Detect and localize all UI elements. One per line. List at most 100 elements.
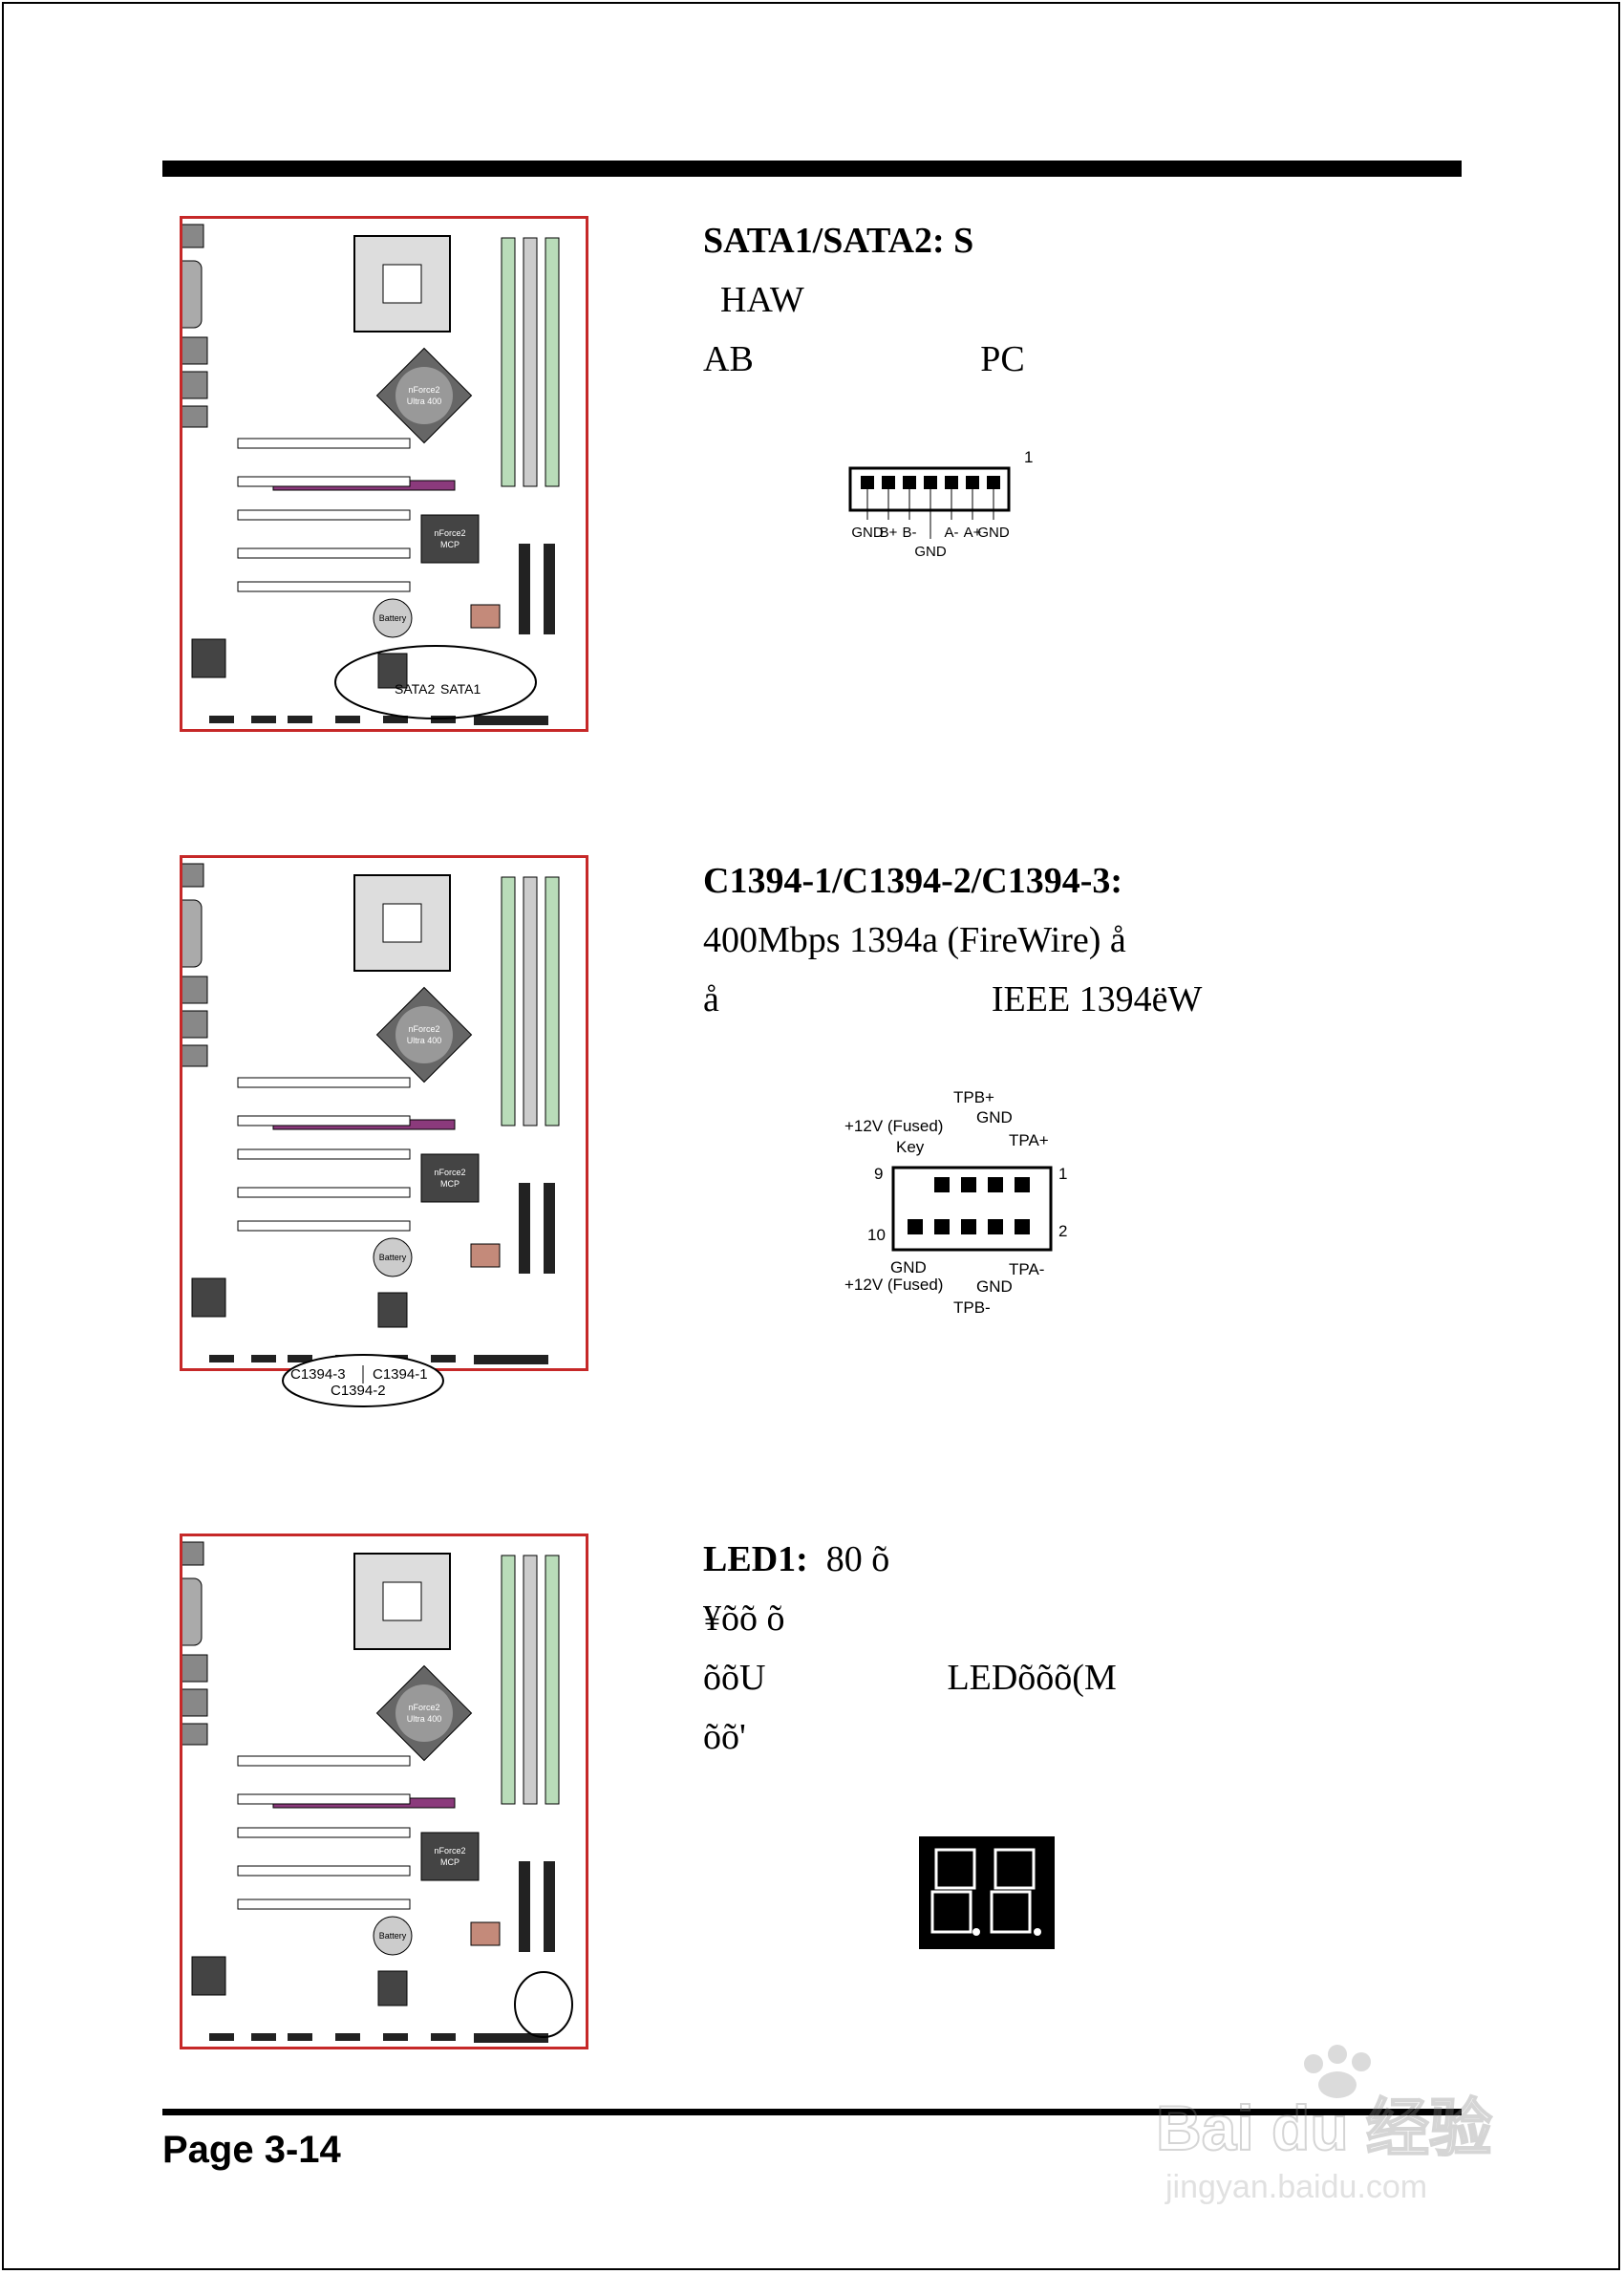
pin2-number: 2 — [1058, 1222, 1067, 1240]
c1394-pin — [988, 1177, 1003, 1192]
sata-heading: SATA1/SATA2: S — [703, 221, 974, 261]
pci-slot — [237, 547, 411, 559]
c1394-pin — [934, 1177, 950, 1192]
mcp-chip — [420, 514, 480, 564]
sata-line-1: HAW — [720, 280, 804, 320]
key-label: Key — [896, 1138, 925, 1156]
cpu-socket-center — [382, 264, 422, 304]
ide-connector — [544, 1861, 555, 1952]
plus12v-top-label: +12V (Fused) — [844, 1117, 943, 1135]
c1394-pin — [961, 1219, 976, 1234]
sata-pin — [882, 476, 895, 489]
dimm-slot — [545, 237, 560, 487]
cpu-socket — [353, 235, 451, 333]
header-pins — [431, 1355, 456, 1362]
cpu-socket-center — [382, 903, 422, 943]
paw-icon — [1304, 2045, 1371, 2098]
floppy-connector — [474, 2033, 548, 2043]
battery — [373, 1916, 413, 1956]
ide-connector — [544, 1183, 555, 1274]
gnd-bottom-label: GND — [976, 1277, 1013, 1296]
chip-label: MCP — [440, 540, 459, 549]
led-line-3: õõ' — [703, 1717, 746, 1757]
c1394-heading: C1394-1/C1394-2/C1394-3: — [703, 861, 1123, 901]
chip-label: nForce2 — [408, 385, 439, 395]
battery — [373, 1237, 413, 1277]
dimm-slot — [501, 237, 516, 487]
dimm-slot — [501, 876, 516, 1126]
agere-chip — [377, 1292, 408, 1328]
io-port — [182, 371, 208, 399]
header-pins — [209, 2033, 234, 2041]
sata-pin — [924, 476, 937, 489]
c1394-pin — [988, 1219, 1003, 1234]
dimm-slot — [545, 876, 560, 1126]
tpa-plus-label: TPA+ — [1009, 1131, 1049, 1149]
sata-pin — [903, 476, 916, 489]
battery-label: Battery — [379, 613, 407, 623]
header-pins — [288, 1355, 312, 1362]
section-c1394: C1394-1/C1394-2/C1394-3: 400Mbps 1394a (… — [703, 860, 1563, 1038]
sata-pin — [987, 476, 1000, 489]
led-heading: LED1: 80 õ — [703, 1539, 890, 1579]
mcp-chip — [420, 1153, 480, 1203]
plus12v-bottom-label: +12V (Fused) — [844, 1276, 943, 1294]
led-line-2: õõU LEDõõõ(M — [703, 1658, 1117, 1698]
header-pins — [431, 2033, 456, 2041]
io-port — [182, 863, 204, 888]
agere-chip — [377, 653, 408, 689]
pin10-number: 10 — [867, 1226, 886, 1244]
header-pins — [335, 2033, 360, 2041]
header-pins — [383, 2033, 408, 2041]
sata-pin1-number: 1 — [1024, 448, 1033, 466]
sata-pin-label: A- — [945, 525, 959, 541]
watermark-text: Bai du 经验 — [1156, 2092, 1492, 2163]
header-rule — [162, 161, 1462, 177]
footer-rule — [162, 2109, 1462, 2115]
cpu-socket-center — [382, 1581, 422, 1621]
header-pins — [251, 1355, 276, 1362]
sata-pin-label: B+ — [880, 525, 898, 541]
sata-pin — [861, 476, 874, 489]
lan-chip — [470, 604, 501, 629]
tpb-minus-label: TPB- — [953, 1298, 991, 1317]
dimm-slot — [523, 1555, 538, 1805]
c1394-1-label: C1394-1 — [373, 1366, 428, 1383]
sata1-label: SATA1 — [440, 681, 481, 697]
sata-callout — [334, 645, 537, 719]
pci-slot — [237, 581, 411, 592]
c1394-line-1: 400Mbps 1394a (FireWire) å — [703, 920, 1126, 960]
mcp-chip — [420, 1832, 480, 1881]
io-port — [182, 976, 208, 1004]
pin1-number: 1 — [1058, 1165, 1067, 1183]
sata-pin-label: B- — [903, 525, 917, 541]
winbond-chip — [191, 638, 226, 678]
ide-connector — [519, 544, 530, 634]
battery-label: Battery — [379, 1931, 407, 1941]
sata-pin — [945, 476, 958, 489]
chip-label: Ultra 400 — [407, 1036, 442, 1045]
chip-label: nForce2 — [408, 1703, 439, 1712]
pci-slot — [237, 509, 411, 521]
sata-pin-label: A+ — [964, 525, 982, 541]
northbridge-chip — [395, 1684, 453, 1742]
sata2-label: SATA2 — [395, 681, 435, 697]
chip-label: MCP — [440, 1857, 459, 1867]
dimm-slot — [501, 1555, 516, 1805]
ide-connector — [544, 544, 555, 634]
c1394-callout: C1394-3 C1394-1 C1394-2 — [282, 1354, 444, 1407]
seven-segment-led-display — [919, 1836, 1055, 1949]
pci-slot — [237, 1865, 411, 1877]
c1394-pin — [934, 1219, 950, 1234]
chip-label: Ultra 400 — [407, 397, 442, 406]
header-pins — [431, 716, 456, 723]
io-port — [182, 1654, 208, 1683]
c1394-2-label: C1394-2 — [331, 1383, 386, 1399]
chip-label: Ultra 400 — [407, 1714, 442, 1724]
ide-connector — [519, 1183, 530, 1274]
sata-pin-label: GND — [914, 544, 947, 560]
